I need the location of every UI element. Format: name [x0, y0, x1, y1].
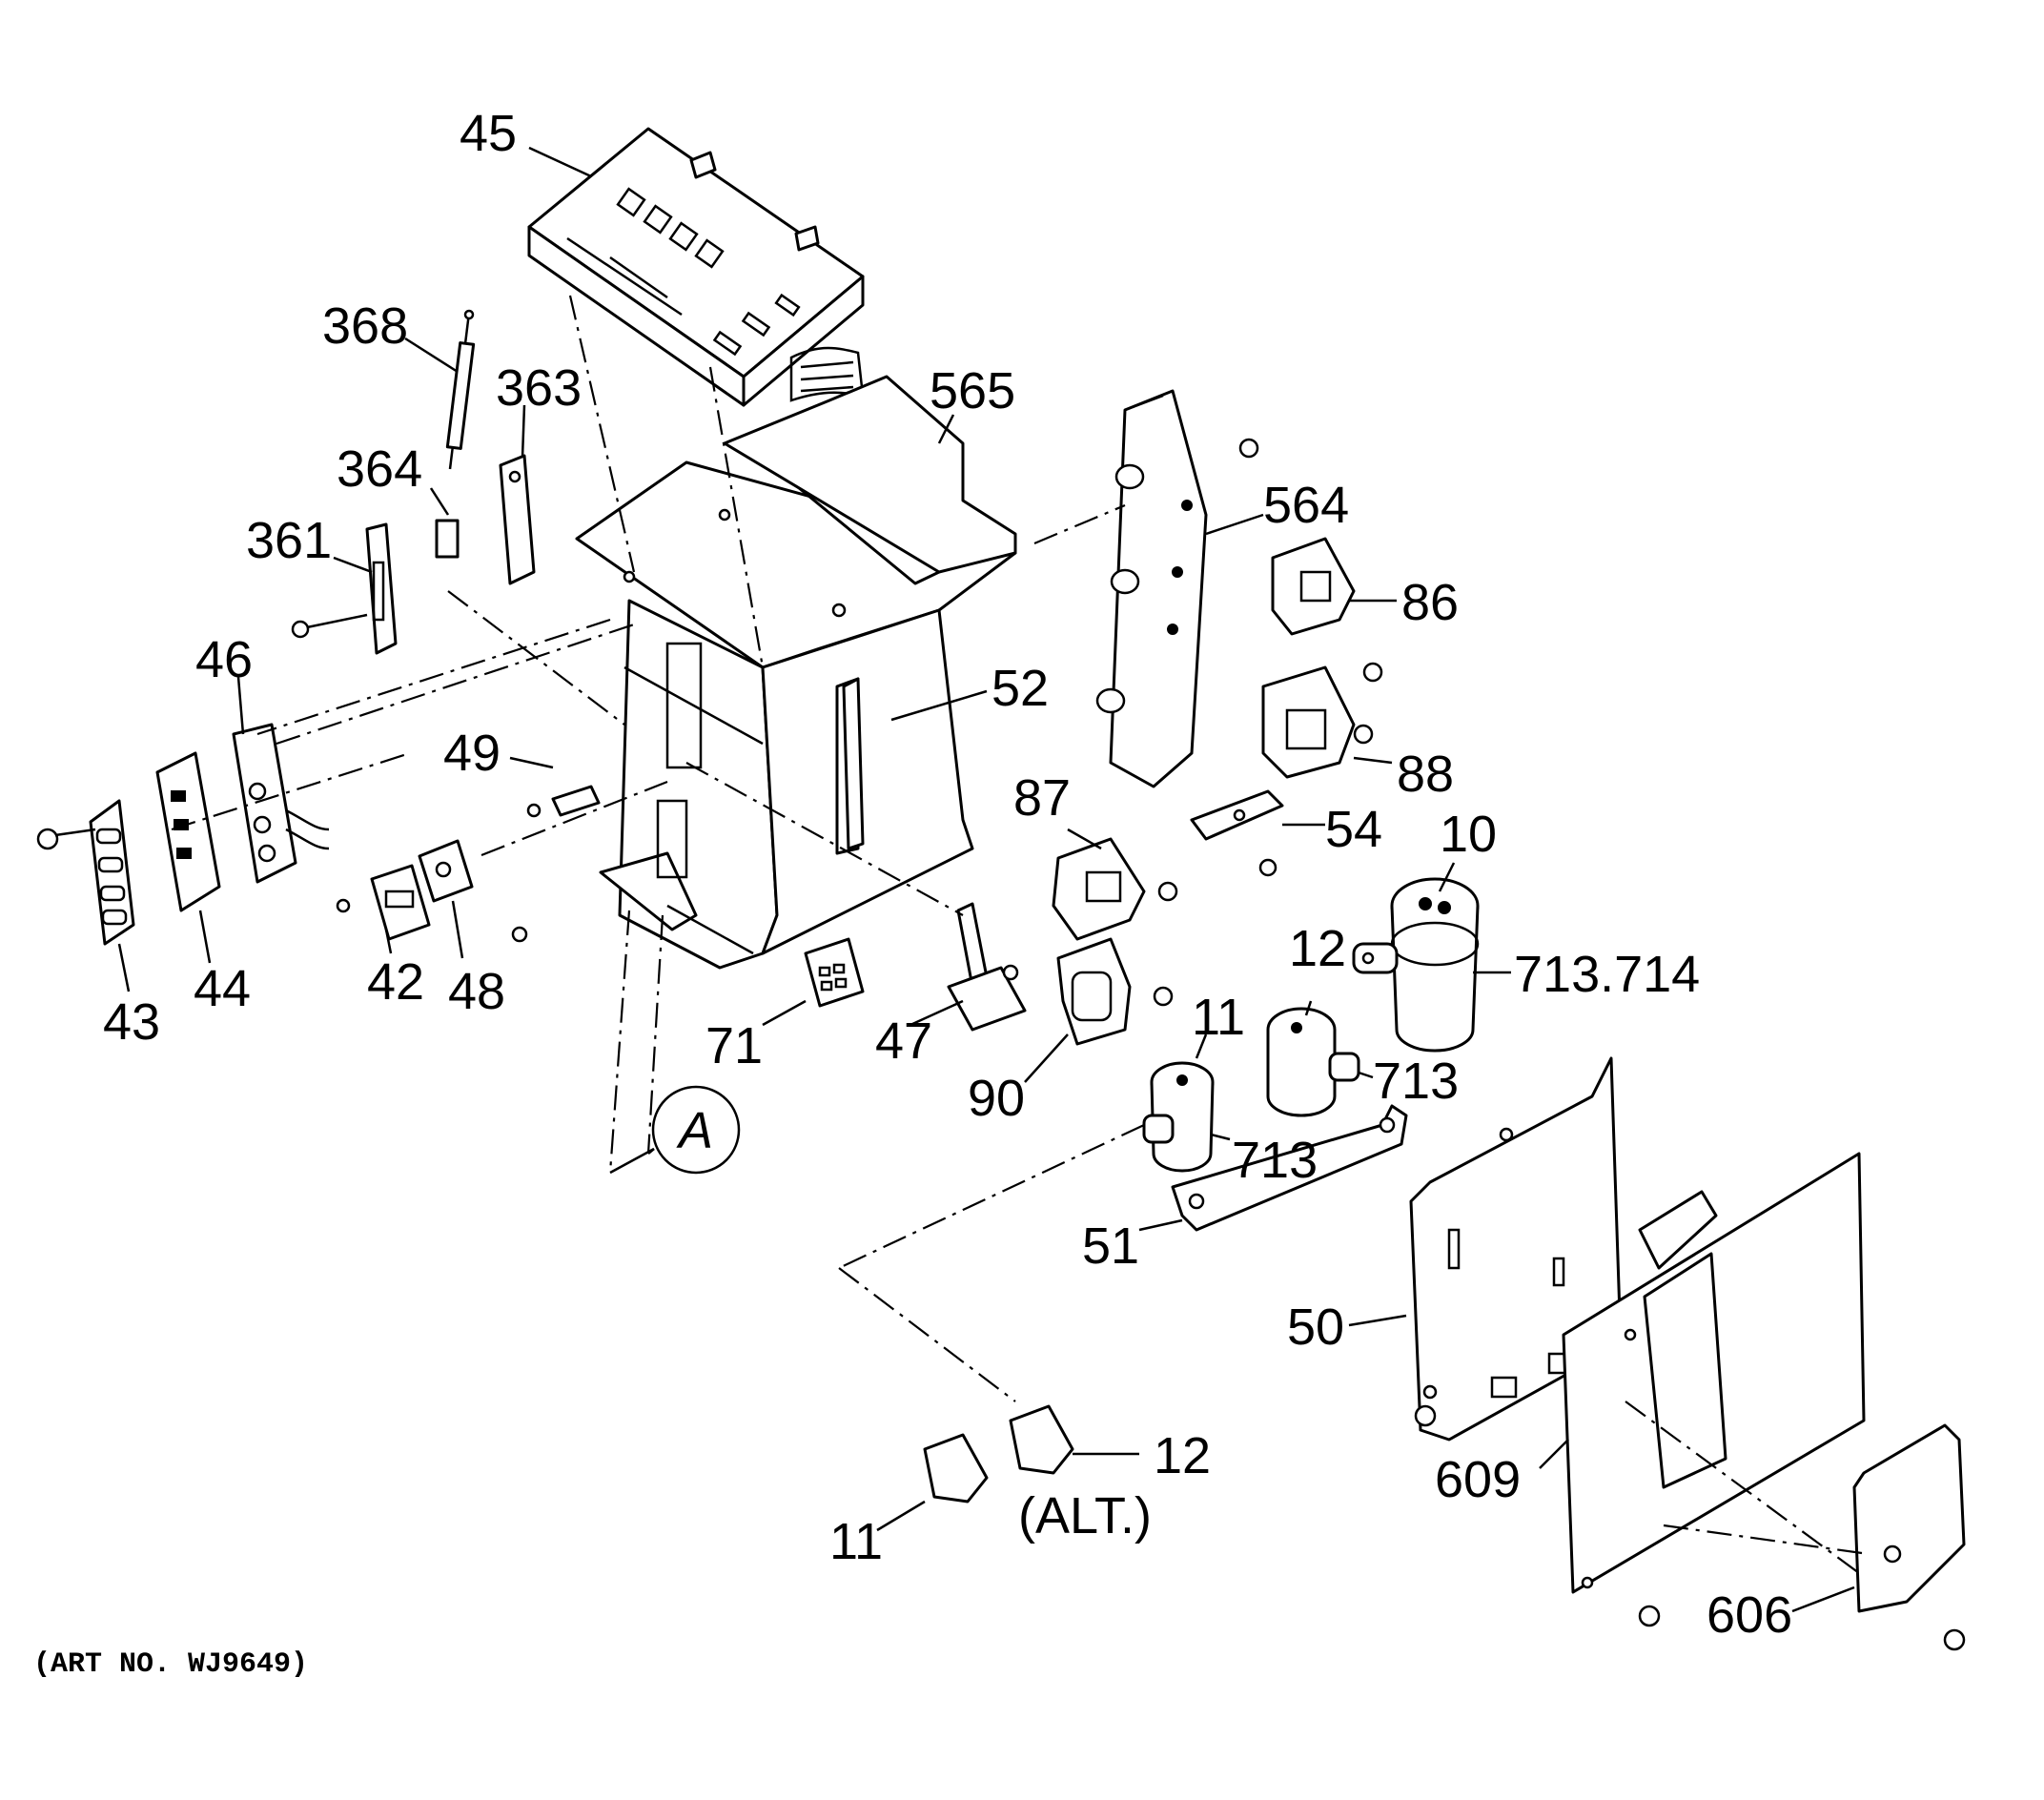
label-11-alt: 11: [829, 1513, 883, 1570]
label-11-capacitor: 11: [1192, 989, 1245, 1046]
bracket-52: [842, 677, 865, 850]
component-90: [1056, 937, 1174, 1046]
label-52: 52: [991, 660, 1049, 717]
label-368: 368: [322, 297, 408, 355]
thermostat-group: [291, 309, 536, 655]
label-565: 565: [930, 362, 1015, 419]
connector-71: [804, 937, 865, 1008]
label-90: 90: [968, 1070, 1025, 1127]
label-49: 49: [443, 725, 501, 782]
label-363: 363: [496, 359, 582, 417]
bracket-564: [1095, 389, 1259, 788]
label-47: 47: [875, 1012, 932, 1070]
bracket-47: [947, 902, 1027, 1032]
label-45: 45: [460, 105, 517, 162]
label-54: 54: [1325, 801, 1382, 858]
bracket-54: [1190, 789, 1284, 877]
bracket-51: [1171, 1104, 1408, 1232]
art-number: (ART NO. WJ9649): [33, 1648, 308, 1681]
control-panel-45: [527, 127, 865, 407]
capacitor-10: [1352, 877, 1480, 1053]
switch-parts-49-42-48: [336, 785, 601, 943]
label-43: 43: [103, 993, 160, 1051]
label-713-left: 713: [1232, 1132, 1318, 1189]
label-71: 71: [705, 1017, 763, 1074]
label-46: 46: [195, 631, 253, 688]
label-609: 609: [1435, 1451, 1521, 1508]
leader-lines: [117, 146, 1855, 1613]
label-50: 50: [1287, 1299, 1344, 1356]
main-frame: [575, 375, 1017, 970]
label-alt: (ALT.): [1018, 1487, 1152, 1544]
alt-switch-11: [923, 1433, 989, 1503]
capacitor-12: [1266, 1007, 1360, 1117]
label-364: 364: [337, 440, 422, 498]
label-detail-a: A: [676, 1102, 713, 1159]
label-10: 10: [1440, 806, 1497, 863]
relay-88: [1261, 665, 1374, 779]
label-12-capacitor: 12: [1289, 920, 1346, 977]
relay-86: [1271, 537, 1383, 683]
label-44: 44: [194, 960, 251, 1017]
label-12-alt: 12: [1154, 1427, 1211, 1484]
label-361: 361: [246, 512, 332, 569]
assembly-lines: [171, 295, 1870, 1574]
label-42: 42: [367, 953, 424, 1011]
capacitor-11: [1142, 1061, 1215, 1173]
label-564: 564: [1263, 477, 1349, 534]
switch-assembly-43-44-46: [36, 723, 330, 946]
cover-606: [1638, 1423, 1966, 1651]
label-606: 606: [1707, 1586, 1792, 1644]
label-88: 88: [1397, 746, 1454, 803]
transformer-87: [1052, 837, 1178, 941]
panel-609: [1562, 1152, 1866, 1594]
label-51: 51: [1082, 1217, 1139, 1275]
label-86: 86: [1401, 574, 1459, 631]
label-87: 87: [1013, 769, 1071, 827]
part-labels: 45 368 363 364 361 565 564 86 52 46 49 8…: [103, 105, 1792, 1644]
label-713-right: 713: [1373, 1053, 1459, 1110]
alt-switch-12: [1009, 1404, 1074, 1475]
detail-a-callout: A: [609, 1085, 741, 1175]
label-48: 48: [448, 963, 505, 1020]
label-713-714: 713.714: [1514, 946, 1700, 1003]
